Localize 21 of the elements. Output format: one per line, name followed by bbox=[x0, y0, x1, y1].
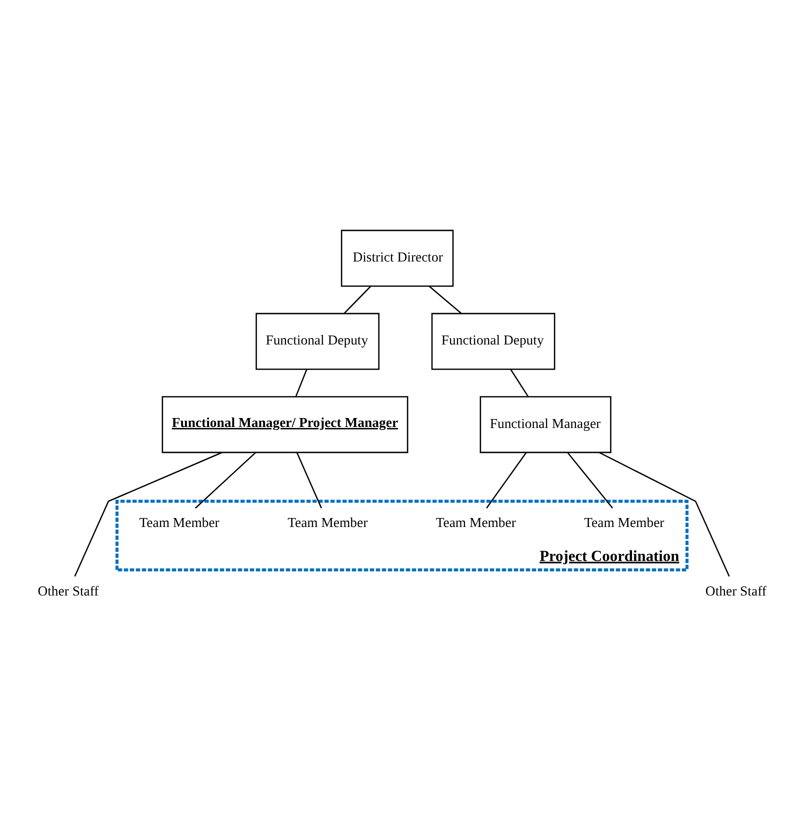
node-box: Functional Manager bbox=[480, 396, 612, 453]
node-box: District Director bbox=[340, 229, 454, 286]
node-box: Functional Manager/ Project Manager bbox=[162, 396, 408, 453]
connector bbox=[599, 452, 730, 576]
node-text: Other Staff bbox=[705, 582, 766, 598]
connector bbox=[344, 285, 372, 314]
connector bbox=[194, 452, 256, 508]
node-box: Functional Deputy bbox=[431, 312, 556, 370]
connector bbox=[510, 368, 529, 396]
connector bbox=[428, 285, 462, 314]
connector bbox=[567, 452, 614, 508]
node-text: Team Member bbox=[436, 514, 516, 530]
connector bbox=[74, 451, 222, 576]
node-text: Team Member bbox=[288, 514, 368, 530]
connector bbox=[486, 452, 527, 508]
node-text: Other Staff bbox=[38, 582, 99, 598]
node-box: Functional Deputy bbox=[256, 312, 380, 370]
connector bbox=[295, 368, 308, 396]
node-text: Team Member bbox=[139, 514, 220, 530]
node-text: Team Member bbox=[584, 514, 664, 530]
connector bbox=[296, 452, 322, 508]
